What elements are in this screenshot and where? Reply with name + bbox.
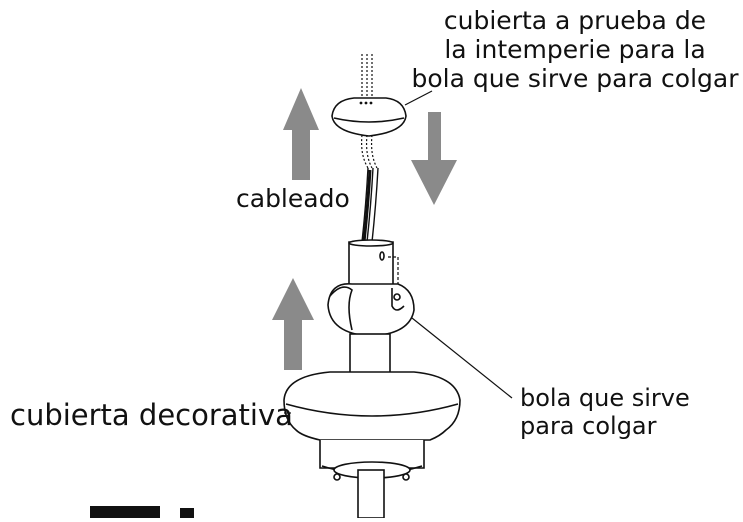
label-hanger-ball-line1: bola que sirve <box>520 384 690 412</box>
canopy <box>283 371 461 519</box>
hanger-ball <box>327 283 415 337</box>
wiring-bundle <box>361 167 379 243</box>
wires-top <box>361 54 373 104</box>
cut-off-text <box>90 506 194 518</box>
label-weather-cover-line2: la intemperie para la <box>444 35 706 64</box>
rod-lower <box>349 333 391 377</box>
label-weather-cover-line3: bola que sirve para colgar <box>411 64 739 93</box>
downrod <box>348 239 394 297</box>
label-weather-cover: cubierta a prueba de la intemperie para … <box>410 6 740 93</box>
label-wiring: cableado <box>236 184 350 213</box>
arrow-down-right <box>411 112 457 205</box>
arrow-up-upper <box>283 88 319 180</box>
label-canopy: cubierta decorativa <box>10 398 293 432</box>
arrows <box>272 88 457 370</box>
wires-middle <box>361 134 378 169</box>
weather-cover <box>331 97 407 137</box>
leader-lines <box>284 90 513 414</box>
arrow-up-lower <box>272 278 314 370</box>
pin-guide <box>388 256 399 292</box>
label-hanger-ball-line2: para colgar <box>520 412 657 440</box>
label-hanger-ball: bola que sirve para colgar <box>520 384 690 440</box>
label-weather-cover-line1: cubierta a prueba de <box>443 6 707 35</box>
